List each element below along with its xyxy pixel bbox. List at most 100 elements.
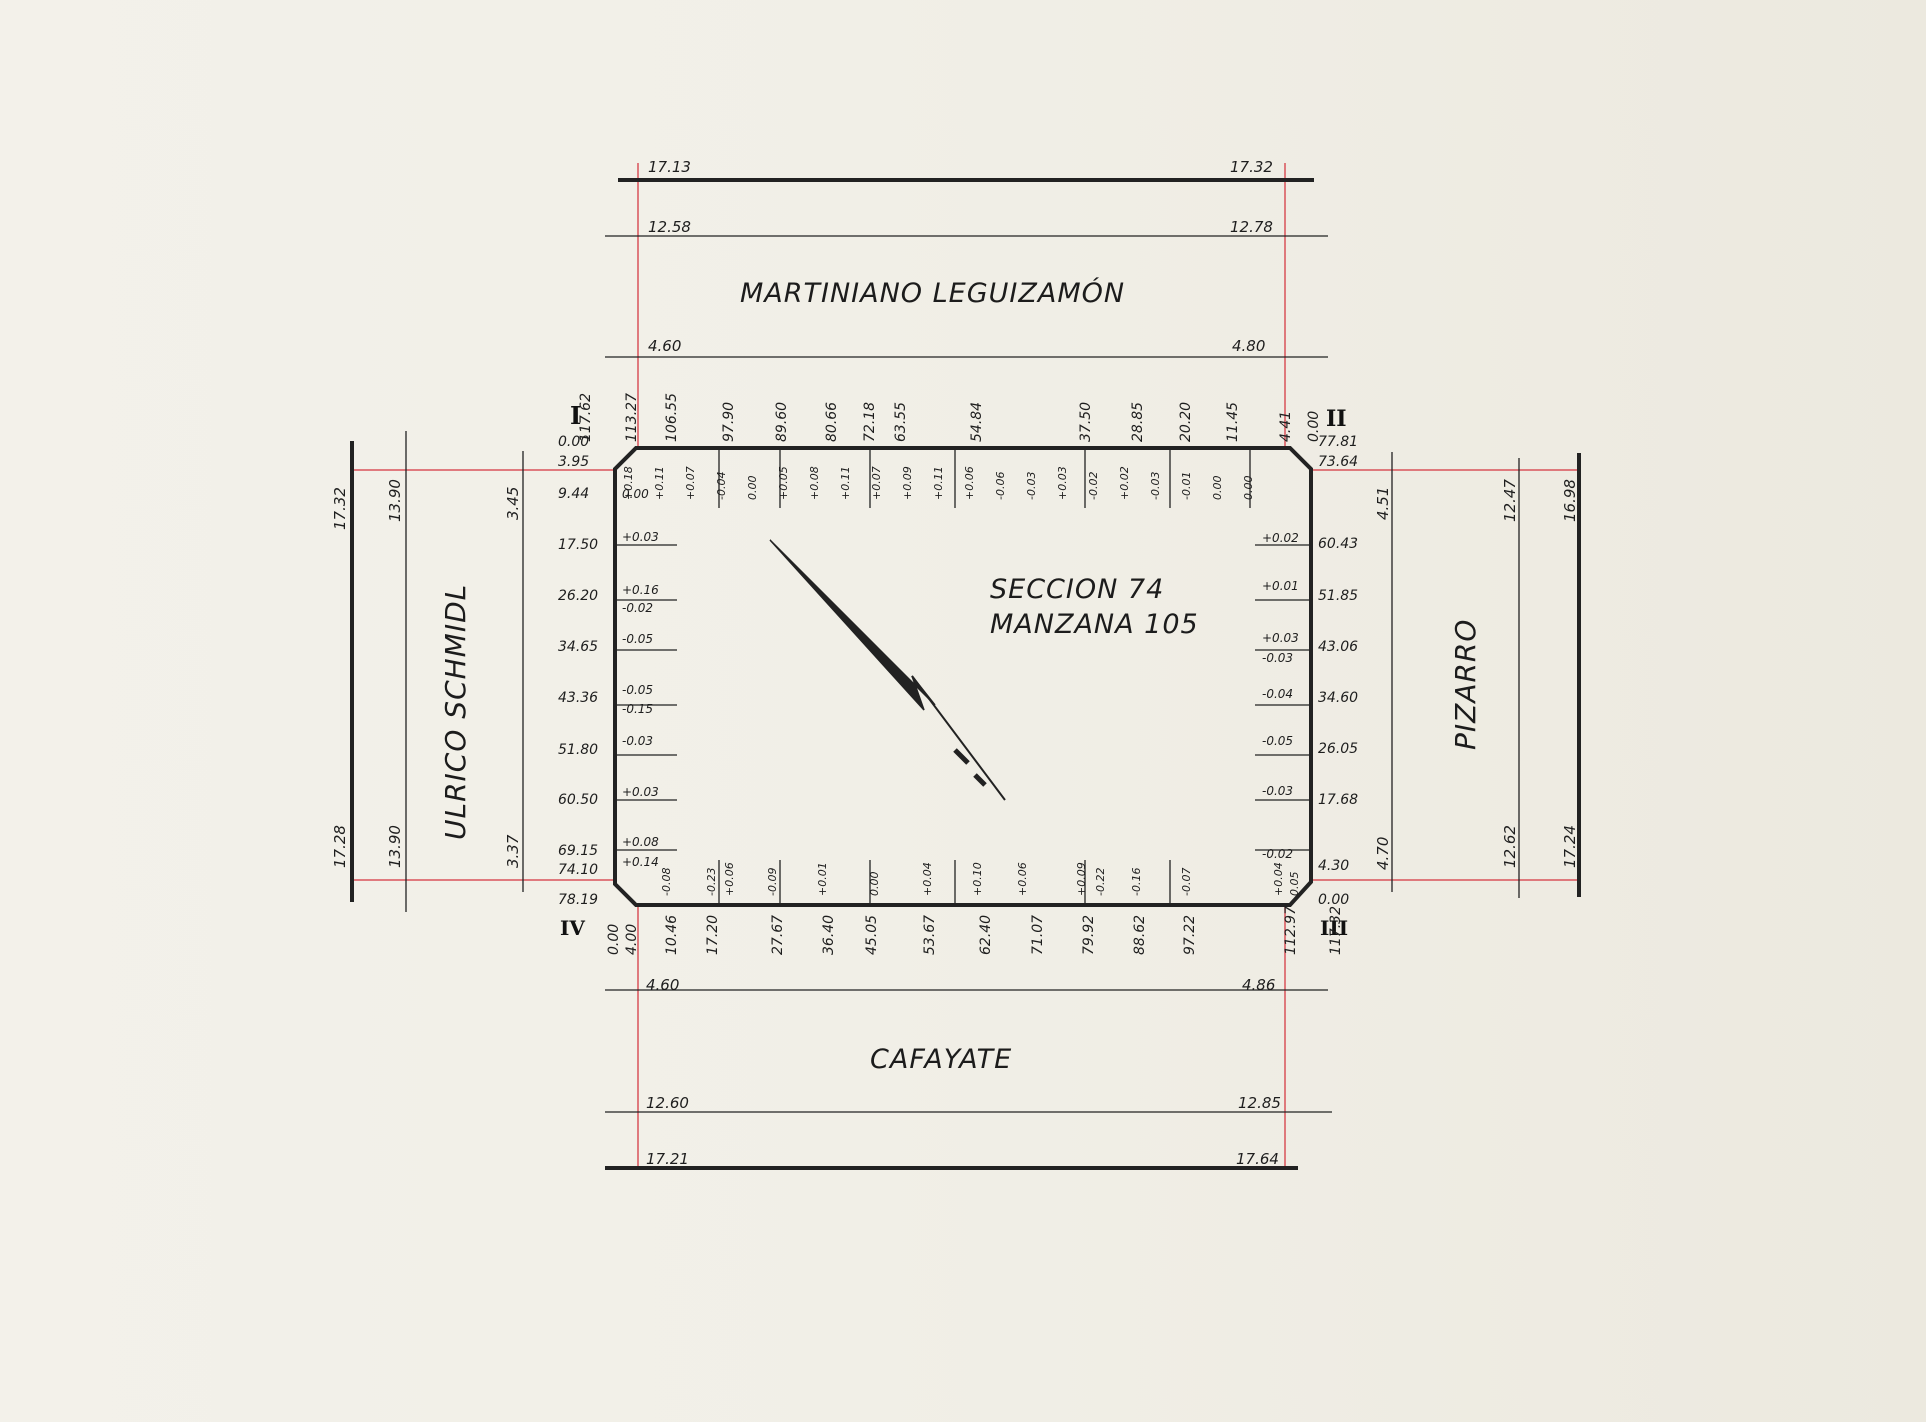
diff-bottom-14: 0.05 — [1288, 872, 1301, 897]
chainage-bottom-13: 112.97 — [1283, 906, 1299, 955]
dim-west-outer-bottom: 17.28 — [331, 825, 349, 868]
dim-north-top-left: 17.13 — [648, 158, 691, 176]
diff-bottom-4: +0.01 — [816, 862, 829, 896]
diff-right-6: -0.03 — [1262, 784, 1293, 798]
diff-bottom-0: -0.08 — [660, 868, 673, 896]
street-lines — [350, 178, 1581, 1170]
chainage-top-6: 72.18 — [862, 402, 878, 442]
diff-bottom-6: +0.04 — [921, 862, 934, 896]
chainage-right-9: 0.00 — [1318, 892, 1349, 908]
dim-north-low-right: 4.80 — [1232, 337, 1265, 355]
chainage-right-3: 51.85 — [1318, 588, 1358, 604]
chainage-top-3: 97.90 — [721, 402, 737, 442]
dim-west-mid-top: 13.90 — [386, 479, 404, 522]
diff-bottom-12: -0.07 — [1180, 868, 1193, 896]
diff-left-2: +0.16 — [622, 583, 659, 597]
diff-top-14: +0.03 — [1056, 466, 1069, 500]
chainage-top-13: 4.41 — [1278, 411, 1294, 442]
dim-north-mid-right: 12.78 — [1230, 218, 1273, 236]
diff-top-8: +0.07 — [870, 466, 883, 500]
dim-east-mid-top: 12.47 — [1501, 479, 1519, 522]
dim-east-inner-top: 4.51 — [1374, 487, 1392, 520]
chainage-top-7: 63.55 — [893, 402, 909, 442]
diff-left-1: +0.03 — [622, 530, 659, 544]
diff-bottom-2: +0.06 — [723, 862, 736, 896]
chainage-bottom-1: 4.00 — [624, 924, 640, 955]
diff-bottom-8: +0.06 — [1016, 862, 1029, 896]
station-ticks — [617, 450, 1309, 903]
diff-right-3: -0.03 — [1262, 651, 1293, 665]
dim-north-mid-left: 12.58 — [648, 218, 691, 236]
diff-top-2: +0.07 — [684, 466, 697, 500]
north-arrow — [769, 539, 1006, 801]
dim-south-mid-left: 12.60 — [646, 1094, 689, 1112]
dim-south-low-right: 17.64 — [1236, 1150, 1279, 1168]
chainage-top-1: 113.27 — [624, 393, 640, 442]
dim-south-top-left: 4.60 — [646, 976, 679, 994]
diff-bottom-13: +0.04 — [1272, 862, 1285, 896]
chainage-left-5: 34.65 — [558, 639, 598, 655]
red-reference-lines — [352, 163, 1579, 1167]
chainage-bottom-11: 88.62 — [1132, 915, 1148, 955]
chainage-top-11: 20.20 — [1178, 402, 1194, 442]
diff-left-5: -0.05 — [622, 683, 653, 697]
diff-bottom-9: +0.09 — [1075, 862, 1088, 896]
chainage-bottom-0: 0.00 — [606, 924, 622, 955]
chainage-left-4: 26.20 — [558, 588, 598, 604]
chainage-bottom-10: 79.92 — [1081, 915, 1097, 955]
chainage-left-7: 51.80 — [558, 742, 598, 758]
chainage-right-1: 73.64 — [1318, 454, 1358, 470]
dim-south-mid-right: 12.85 — [1238, 1094, 1281, 1112]
diff-top-4: 0.00 — [746, 476, 759, 501]
chainage-bottom-6: 45.05 — [864, 915, 880, 955]
chainage-bottom-9: 71.07 — [1030, 915, 1046, 955]
diff-bottom-5: 0.00 — [868, 872, 881, 897]
vertex-label-i: I — [570, 401, 581, 430]
chainage-top-10: 28.85 — [1130, 402, 1146, 442]
chainage-top-12: 11.45 — [1225, 402, 1241, 442]
diff-top-6: +0.08 — [808, 466, 821, 500]
dim-east-inner-bottom: 4.70 — [1374, 837, 1392, 870]
chainage-bottom-8: 62.40 — [978, 915, 994, 955]
diff-bottom-11: -0.16 — [1130, 868, 1143, 896]
diff-right-0: +0.02 — [1262, 531, 1299, 545]
dim-south-top-right: 4.86 — [1242, 976, 1275, 994]
diff-top-7: +0.11 — [839, 466, 852, 500]
diff-top-17: -0.03 — [1149, 472, 1162, 500]
diff-left-6: -0.15 — [622, 702, 653, 716]
diff-top-5: +0.05 — [777, 466, 790, 500]
diff-top-0: +0.18 — [622, 466, 635, 500]
street-name-south: CAFAYATE — [870, 1044, 1012, 1075]
chainage-right-6: 26.05 — [1318, 741, 1358, 757]
chainage-top-9: 37.50 — [1078, 402, 1094, 442]
vertex-label-iv: IV — [560, 916, 585, 940]
street-name-east: PIZARRO — [1449, 619, 1482, 750]
chainage-bottom-12: 97.22 — [1182, 915, 1198, 955]
chainage-left-10: 74.10 — [558, 862, 598, 878]
chainage-top-8: 54.84 — [969, 402, 985, 442]
chainage-left-11: 78.19 — [558, 892, 598, 908]
chainage-right-4: 43.06 — [1318, 639, 1358, 655]
section-label: SECCION 74 — [990, 574, 1164, 605]
dim-east-outer-top: 16.98 — [1561, 479, 1579, 522]
chainage-bottom-3: 17.20 — [705, 915, 721, 955]
dim-south-low-left: 17.21 — [646, 1150, 689, 1168]
chainage-bottom-7: 53.67 — [922, 915, 938, 955]
diff-top-19: 0.00 — [1211, 476, 1224, 501]
diff-top-18: -0.01 — [1180, 472, 1193, 500]
chainage-right-8: 4.30 — [1318, 858, 1349, 874]
dim-west-mid-bottom: 13.90 — [386, 825, 404, 868]
chainage-left-9: 69.15 — [558, 843, 598, 859]
chainage-top-2: 106.55 — [664, 393, 680, 442]
chainage-bottom-5: 36.40 — [821, 915, 837, 955]
diff-left-3: -0.02 — [622, 601, 653, 615]
diff-bottom-7: +0.10 — [971, 862, 984, 896]
diff-top-16: +0.02 — [1118, 466, 1131, 500]
chainage-left-1: 3.95 — [558, 454, 589, 470]
chainage-left-0: 0.00 — [558, 434, 589, 450]
street-name-west: ULRICO SCHMIDL — [439, 584, 472, 840]
dim-east-outer-bottom: 17.24 — [1561, 825, 1579, 868]
diff-right-5: -0.05 — [1262, 734, 1293, 748]
